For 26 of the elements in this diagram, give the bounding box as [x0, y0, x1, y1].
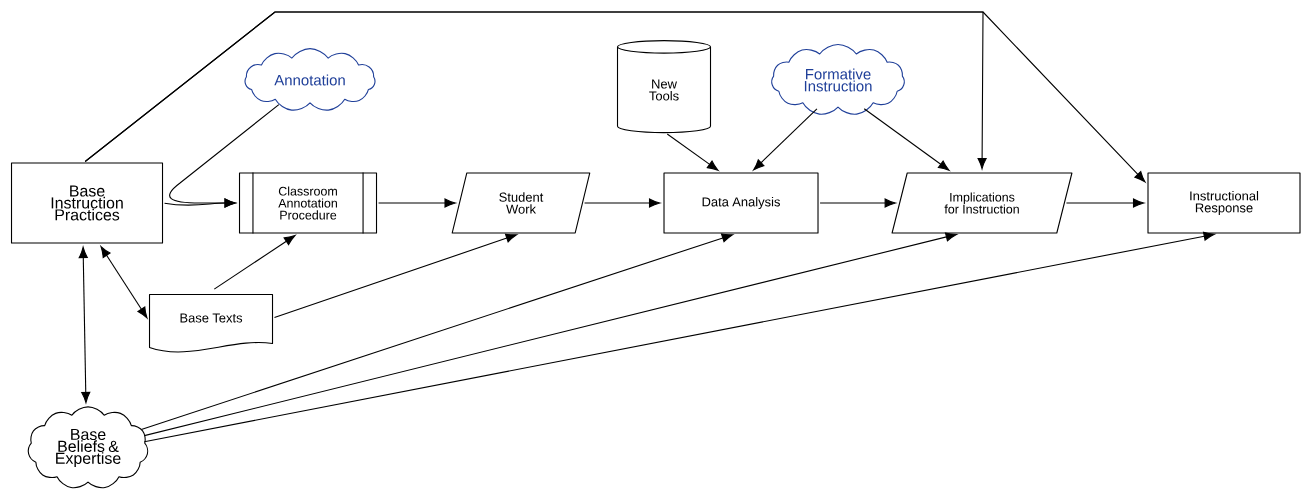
arrow	[84, 11, 1146, 183]
arrow	[78, 246, 91, 404]
arrow	[213, 235, 296, 290]
process-box: Data Analysis	[663, 172, 819, 234]
arrow	[273, 233, 518, 319]
arrow	[1065, 198, 1145, 208]
cloud: Annotation	[244, 48, 376, 111]
arrow	[584, 198, 661, 208]
arrow	[169, 104, 280, 208]
process-box: Instructional Response	[1147, 172, 1301, 234]
arrow	[140, 233, 734, 431]
arrow	[863, 108, 950, 171]
arrow	[378, 198, 456, 208]
cloud: Formative Instruction	[771, 43, 905, 115]
arrow	[666, 133, 719, 171]
data-parallelogram: Implications for Instruction	[891, 172, 1073, 234]
arrow	[819, 198, 896, 208]
process-box: Classroom Annotation Procedure	[238, 171, 378, 235]
cloud: Base Beliefs & Expertise	[27, 406, 149, 489]
arrow	[100, 246, 148, 319]
data-parallelogram: Student Work	[451, 172, 591, 234]
arrow	[143, 231, 1215, 443]
database-cylinder: New Tools	[616, 40, 712, 134]
arrow	[753, 108, 818, 171]
process-box: Base Instruction Practices	[10, 162, 164, 244]
arrow	[143, 232, 957, 437]
